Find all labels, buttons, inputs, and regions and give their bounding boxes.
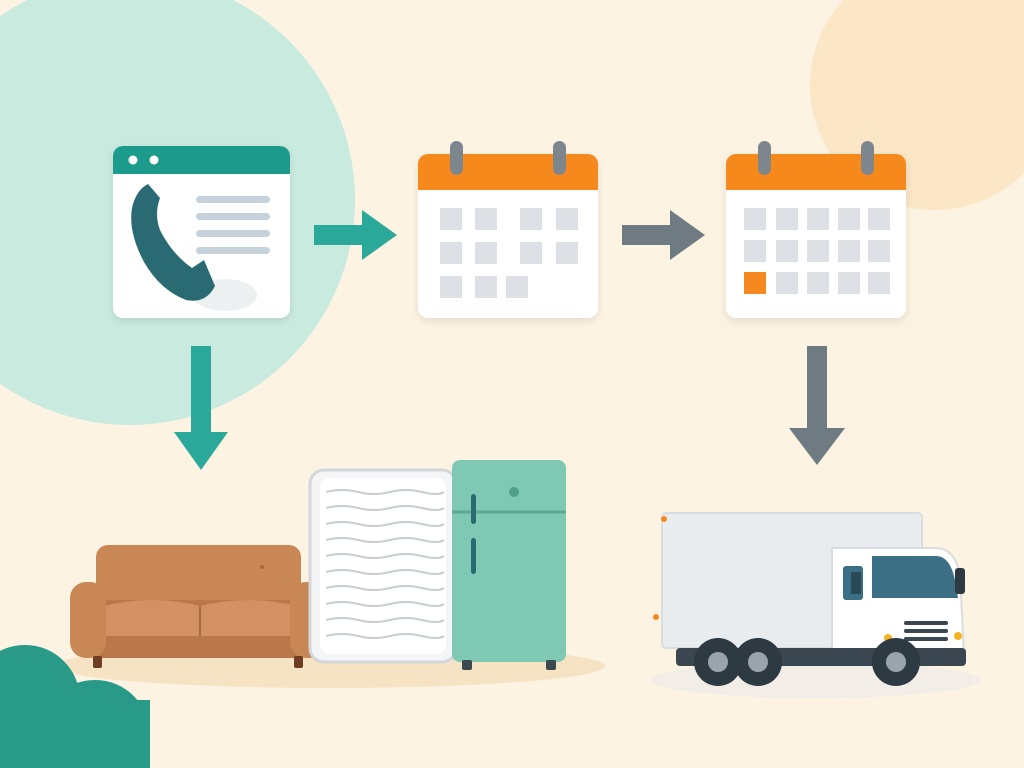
truck-grille bbox=[904, 621, 948, 641]
window-dot-icon bbox=[149, 155, 159, 165]
truck-wheel-icon bbox=[734, 638, 782, 686]
calendar-ring-icon bbox=[758, 141, 771, 175]
truck-wheel-icon bbox=[694, 638, 742, 686]
calendar-ring-icon bbox=[861, 141, 874, 175]
calendar-date-selected bbox=[726, 141, 906, 318]
truck-wheel-icon bbox=[872, 638, 920, 686]
arrow-down-icon bbox=[789, 346, 845, 465]
online-booking-window bbox=[113, 146, 290, 318]
box-truck-icon bbox=[653, 512, 966, 686]
calendar-ring-icon bbox=[553, 141, 566, 175]
calendar-day-grid bbox=[744, 208, 890, 294]
phone-handset-icon bbox=[131, 184, 215, 301]
selected-day-marker bbox=[744, 272, 766, 294]
calendar-ring-icon bbox=[450, 141, 463, 175]
calendar-pick-date bbox=[418, 141, 598, 318]
arrow-down-icon bbox=[174, 346, 228, 470]
mattress-icon bbox=[308, 468, 458, 664]
arrow-right-icon bbox=[622, 210, 705, 260]
bush-icon bbox=[0, 645, 150, 768]
calendar-day-grid bbox=[440, 208, 578, 298]
refrigerator-icon bbox=[452, 460, 566, 670]
window-dot-icon bbox=[128, 155, 138, 165]
arrow-right-icon bbox=[314, 210, 397, 260]
text-lines bbox=[196, 196, 270, 254]
sofa-icon bbox=[70, 545, 326, 668]
